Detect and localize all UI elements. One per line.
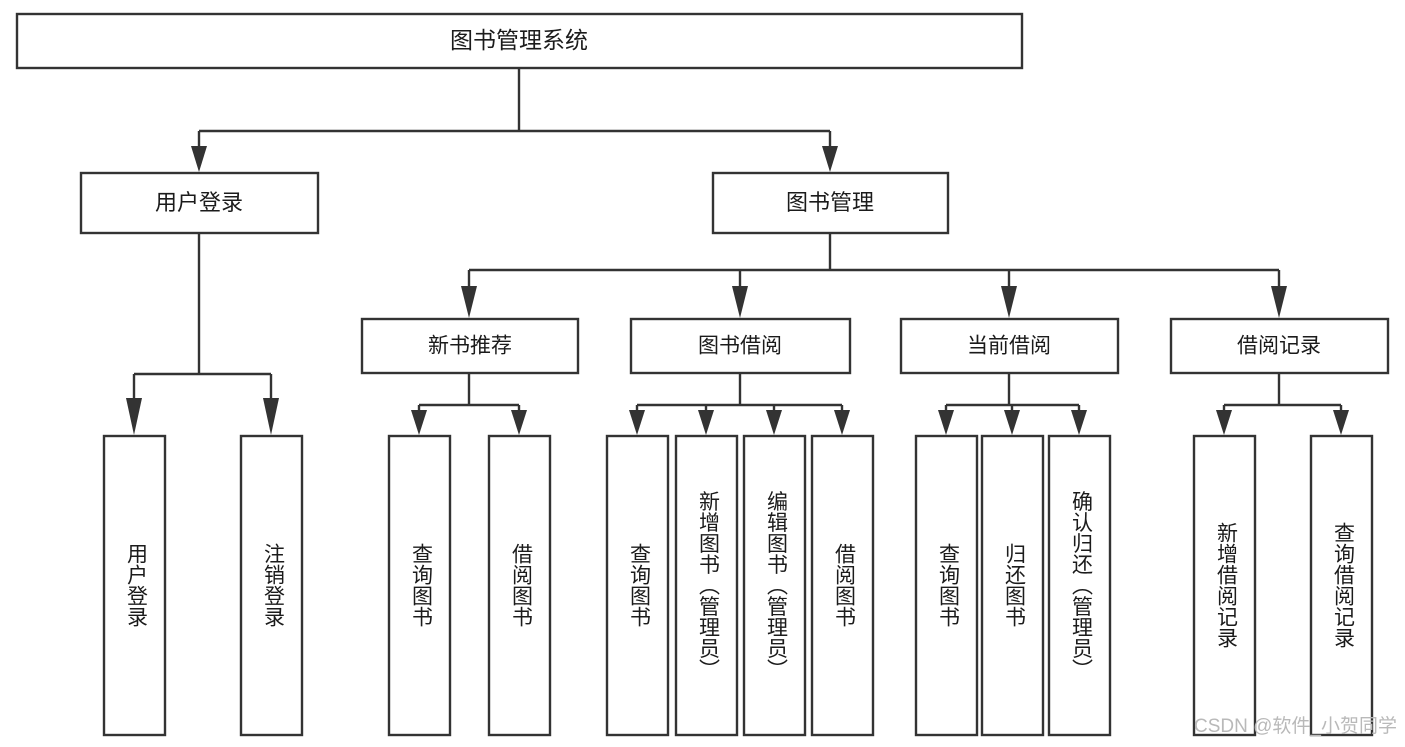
node-root-box[interactable] — [15, 12, 1024, 70]
leaf-book-borrow-4-box[interactable] — [810, 434, 875, 737]
node-book-manage[interactable]: 图书管理 — [711, 171, 950, 235]
connector-layer — [126, 68, 1349, 435]
node-new-book-recommend-box[interactable] — [360, 317, 580, 375]
arrow-head-book-borrow-leaf-3 — [766, 410, 782, 435]
leaf-borrow-record-1[interactable]: 新增借阅记录 — [1192, 434, 1257, 737]
arrow-head-new-book-leaf-1 — [411, 410, 427, 435]
arrow-head-borrow-record-leaf-2 — [1333, 410, 1349, 435]
node-user-login-label: 用户登录 — [155, 190, 243, 215]
leaf-current-borrow-2[interactable]: 归还图书 — [980, 434, 1045, 737]
leaf-new-book-1[interactable]: 查询图书 — [387, 434, 452, 737]
leaf-borrow-record-1-box[interactable] — [1192, 434, 1257, 737]
node-book-manage-label: 图书管理 — [786, 190, 874, 215]
leaf-current-borrow-1-label: 查询图书 — [936, 543, 960, 627]
leaf-user-login-1-label: 用户登录 — [124, 543, 148, 627]
arrow-head-current-borrow-leaf-3 — [1071, 410, 1087, 435]
node-root-label: 图书管理系统 — [450, 27, 588, 53]
arrow-head-borrow-record-leaf-1 — [1216, 410, 1232, 435]
leaf-user-login-2-label: 注销登录 — [261, 543, 285, 627]
arrow-head-user-login-leaf-2 — [263, 398, 279, 435]
leaf-new-book-2-box[interactable] — [487, 434, 552, 737]
leaf-book-borrow-4-label: 借阅图书 — [832, 543, 856, 627]
node-root[interactable]: 图书管理系统 — [15, 12, 1024, 70]
node-user-login-box[interactable] — [79, 171, 320, 235]
leaf-book-borrow-1-box[interactable] — [605, 434, 670, 737]
leaf-new-book-1-label: 查询图书 — [409, 543, 433, 627]
leaf-book-borrow-1[interactable]: 查询图书 — [605, 434, 670, 737]
leaf-book-borrow-3-box[interactable] — [742, 434, 807, 737]
leaf-book-borrow-2-box[interactable] — [674, 434, 739, 737]
leaf-user-login-2-box[interactable] — [239, 434, 304, 737]
leaf-user-login-1[interactable]: 用户登录 — [102, 434, 167, 737]
arrow-head-borrow-record — [1271, 286, 1287, 318]
node-borrow-record-label: 借阅记录 — [1237, 335, 1321, 358]
arrow-head-user-login — [191, 146, 207, 172]
node-current-borrow-label: 当前借阅 — [967, 335, 1051, 358]
leaf-new-book-2[interactable]: 借阅图书 — [487, 434, 552, 737]
leaf-current-borrow-1-box[interactable] — [914, 434, 979, 737]
leaf-current-borrow-1[interactable]: 查询图书 — [914, 434, 979, 737]
leaf-new-book-2-label: 借阅图书 — [509, 543, 533, 627]
leaf-book-borrow-2[interactable]: 新增图书（管理员） — [674, 434, 739, 737]
arrow-head-book-borrow-leaf-1 — [629, 410, 645, 435]
node-book-borrow-box[interactable] — [629, 317, 852, 375]
leaf-current-borrow-3-label: 确认归还（管理员） — [1069, 491, 1093, 680]
node-new-book-recommend-label: 新书推荐 — [428, 335, 512, 358]
leaf-current-borrow-3[interactable]: 确认归还（管理员） — [1047, 434, 1112, 737]
node-book-borrow[interactable]: 图书借阅 — [629, 317, 852, 375]
arrow-head-current-borrow — [1001, 286, 1017, 318]
leaf-current-borrow-3-box[interactable] — [1047, 434, 1112, 737]
csdn-watermark: CSDN @软件_小贺同学 — [1194, 715, 1397, 737]
node-borrow-record[interactable]: 借阅记录 — [1169, 317, 1390, 375]
node-borrow-record-box[interactable] — [1169, 317, 1390, 375]
node-current-borrow-box[interactable] — [899, 317, 1120, 375]
leaf-book-borrow-4[interactable]: 借阅图书 — [810, 434, 875, 737]
arrow-head-new-book-leaf-2 — [511, 410, 527, 435]
leaf-current-borrow-2-label: 归还图书 — [1002, 543, 1026, 627]
node-new-book-recommend[interactable]: 新书推荐 — [360, 317, 580, 375]
leaf-book-borrow-3-label: 编辑图书（管理员） — [764, 491, 788, 680]
node-book-borrow-label: 图书借阅 — [698, 335, 782, 358]
leaf-borrow-record-1-label: 新增借阅记录 — [1214, 522, 1238, 648]
arrow-head-book-manage — [822, 146, 838, 172]
leaf-book-borrow-3[interactable]: 编辑图书（管理员） — [742, 434, 807, 737]
node-book-manage-box[interactable] — [711, 171, 950, 235]
leaf-borrow-record-2-box[interactable] — [1309, 434, 1374, 737]
arrow-head-new-book-recommend — [461, 286, 477, 318]
node-current-borrow[interactable]: 当前借阅 — [899, 317, 1120, 375]
leaf-current-borrow-2-box[interactable] — [980, 434, 1045, 737]
leaf-borrow-record-2-label: 查询借阅记录 — [1331, 522, 1355, 648]
arrow-head-current-borrow-leaf-1 — [938, 410, 954, 435]
leaf-user-login-1-box[interactable] — [102, 434, 167, 737]
leaf-user-login-2[interactable]: 注销登录 — [239, 434, 304, 737]
arrow-head-book-borrow-leaf-2 — [698, 410, 714, 435]
leaf-borrow-record-2[interactable]: 查询借阅记录 — [1309, 434, 1374, 737]
arrow-head-user-login-leaf-1 — [126, 398, 142, 435]
leaf-book-borrow-1-label: 查询图书 — [627, 543, 651, 627]
arrow-head-book-borrow-leaf-4 — [834, 410, 850, 435]
node-user-login[interactable]: 用户登录 — [79, 171, 320, 235]
arrow-head-current-borrow-leaf-2 — [1004, 410, 1020, 435]
leaf-book-borrow-2-label: 新增图书（管理员） — [696, 491, 720, 680]
arrow-head-book-borrow — [732, 286, 748, 318]
leaf-new-book-1-box[interactable] — [387, 434, 452, 737]
